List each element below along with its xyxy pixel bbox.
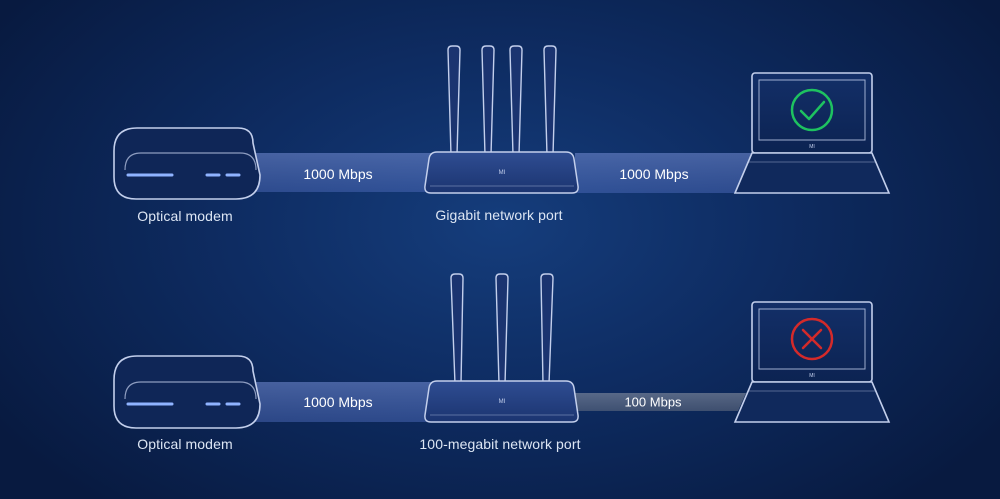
link-band-router-laptop-slow (575, 393, 746, 411)
cross-icon (790, 317, 834, 361)
router-brand-text: MI (499, 399, 506, 405)
link-speed-modem-router: 1000 Mbps (303, 166, 373, 182)
link-band-router-laptop (575, 153, 752, 193)
optical-modem-icon (113, 127, 261, 200)
modem-label: Optical modem (137, 436, 233, 452)
link-band-modem-router (250, 382, 435, 422)
router-icon (424, 273, 579, 423)
link-speed-router-laptop: 1000 Mbps (619, 166, 689, 182)
row-gigabit: MI MI (113, 45, 891, 200)
row-100-megabit: MI MI (113, 273, 891, 429)
laptop-icon (733, 301, 891, 423)
check-icon (790, 88, 834, 132)
link-speed-router-laptop: 100 Mbps (624, 394, 682, 410)
router-port-label: 100-megabit network port (419, 436, 581, 452)
router-icon (424, 45, 579, 194)
laptop-brand-text: MI (809, 144, 815, 150)
optical-modem-icon (113, 355, 261, 429)
link-band-modem-router (250, 153, 435, 192)
link-speed-modem-router: 1000 Mbps (303, 394, 373, 410)
modem-label: Optical modem (137, 208, 233, 224)
router-brand-text: MI (499, 170, 506, 176)
laptop-icon (733, 72, 891, 194)
router-port-label: Gigabit network port (435, 207, 563, 223)
laptop-brand-text: MI (809, 373, 815, 379)
